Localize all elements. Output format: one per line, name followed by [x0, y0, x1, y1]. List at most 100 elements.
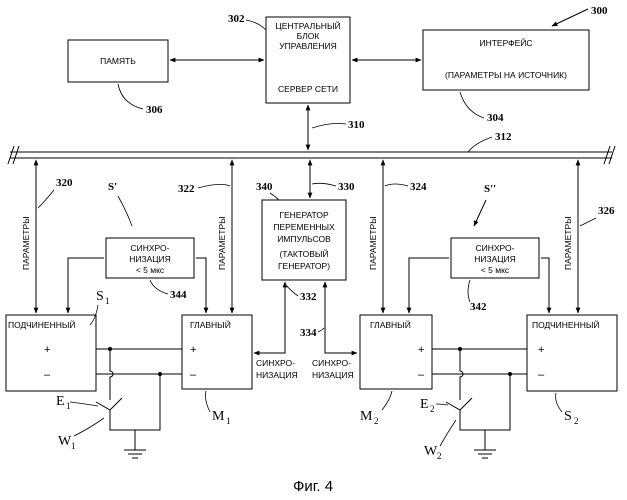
- gen-label-line3: ИМПУЛЬСОВ: [277, 234, 331, 244]
- bus-break-right-b: [609, 146, 615, 164]
- master-m1-plus: +: [190, 344, 196, 356]
- gen-label-line1: ГЕНЕРАТОР: [279, 210, 329, 220]
- electrode-e2-designator: E: [420, 397, 429, 412]
- sync-left-to-slave1: [68, 258, 104, 313]
- leader-324: [385, 184, 408, 186]
- figure-caption: Фиг. 4: [293, 478, 333, 495]
- bus-break-right-a: [604, 146, 610, 164]
- ref-304: 304: [487, 112, 504, 124]
- leader-302: [246, 20, 266, 30]
- sync-box-right-line2: НИЗАЦИЯ: [474, 254, 516, 264]
- sync-box-left-line1: СИНХРО-: [131, 243, 170, 253]
- electrode-e1: [96, 398, 122, 410]
- leader-342: [468, 280, 470, 302]
- workpiece-w1-subscript: 1: [71, 441, 76, 451]
- leader-306: [118, 84, 143, 109]
- memory-label: ПАМЯТЬ: [100, 56, 136, 66]
- ref-302: 302: [228, 13, 245, 25]
- ref-322: 322: [178, 183, 195, 195]
- sync-left-to-master1: [196, 258, 206, 313]
- sync-label-left-line1: СИНХРО-: [256, 358, 295, 368]
- slave-s2-plus: +: [538, 344, 544, 356]
- params-label-1: ПАРАМЕТРЫ: [21, 216, 31, 270]
- electrode-e2: [446, 398, 472, 410]
- ref-342: 342: [470, 301, 487, 313]
- ref-340: 340: [256, 181, 273, 193]
- ref-300: 300: [591, 5, 608, 17]
- leader-326: [580, 218, 596, 226]
- ref-320: 320: [56, 177, 73, 189]
- sync-label-left-line2: НИЗАЦИЯ: [256, 370, 298, 380]
- leader-w2: [440, 420, 456, 446]
- sync-right-to-slave2: [541, 258, 549, 313]
- sync-box-right-line1: СИНХРО-: [476, 243, 515, 253]
- cpu-label-line3: УПРАВЛЕНИЯ: [279, 41, 337, 51]
- ref-326: 326: [598, 205, 615, 217]
- slave-s2-designator: S: [564, 409, 572, 424]
- workpiece-w2-designator: W: [424, 444, 438, 459]
- ref-344: 344: [170, 289, 187, 301]
- master-m1-subscript: 1: [226, 416, 231, 426]
- ref-332: 332: [300, 291, 317, 303]
- arrow-s-dprime: [474, 200, 486, 226]
- ref-330: 330: [338, 181, 355, 193]
- master-m2-minus: –: [418, 369, 425, 381]
- gen-label-line5: ГЕНЕРАТОР): [278, 261, 330, 271]
- interface-label-line1: ИНТЕРФЕЙС: [479, 37, 532, 48]
- leader-312: [468, 137, 492, 152]
- sync-box-left-line3: < 5 мкс: [136, 265, 165, 275]
- master-m2-label: ГЛАВНЫЙ: [370, 319, 411, 330]
- leader-344: [150, 280, 168, 294]
- master-m1-designator: M: [212, 409, 225, 424]
- ref-334: 334: [300, 327, 317, 339]
- workpiece-w1-designator: W: [58, 434, 72, 449]
- params-label-3: ПАРАМЕТРЫ: [368, 216, 378, 270]
- leader-m1: [206, 391, 211, 412]
- leader-s2: [556, 393, 562, 412]
- arrow-300: [552, 9, 588, 26]
- ref-310: 310: [348, 119, 365, 131]
- cpu-label-line1: ЦЕНТРАЛЬНЫЙ: [275, 20, 340, 31]
- slave-s2-subscript: 2: [574, 416, 579, 426]
- leader-332: [287, 286, 298, 296]
- params-label-2: ПАРАМЕТРЫ: [217, 216, 227, 270]
- gen-label-line4: (ТАКТОВЫЙ: [279, 248, 328, 259]
- slave-s1-minus: –: [44, 369, 51, 381]
- slave-s1-label: ПОДЧИНЕННЫЙ: [8, 319, 76, 330]
- slave-s1-subscript: 1: [105, 296, 110, 306]
- sync-box-right-line3: < 5 мкс: [481, 265, 510, 275]
- leader-330: [312, 183, 336, 186]
- master-m2-plus: +: [418, 344, 424, 356]
- leader-304: [460, 92, 484, 118]
- ref-324: 324: [410, 181, 427, 193]
- leader-310: [312, 124, 346, 129]
- electrode-e2-subscript: 2: [430, 404, 435, 414]
- bus-break-left-a: [8, 146, 14, 164]
- sync-box-left-line2: НИЗАЦИЯ: [129, 254, 171, 264]
- sync-label-right-line1: СИНХРО-: [312, 358, 351, 368]
- leader-334: [318, 328, 324, 332]
- leader-e2: [436, 404, 448, 405]
- sync-right-to-master2: [409, 258, 449, 313]
- workpiece-w2-subscript: 2: [437, 451, 442, 461]
- ref-312: 312: [495, 131, 512, 143]
- sync-label-right-line2: НИЗАЦИЯ: [312, 370, 354, 380]
- slave-s2-label: ПОДЧИНЕННЫЙ: [532, 319, 600, 330]
- leader-m2: [382, 391, 392, 410]
- master-m1-minus: –: [190, 369, 197, 381]
- generator-master1-sync: [254, 282, 285, 353]
- slave-s1-designator: S: [96, 289, 104, 304]
- cpu-label-line4: СЕРВЕР СЕТИ: [278, 84, 338, 94]
- gen-label-line2: ПЕРЕМЕННЫХ: [273, 222, 335, 232]
- label-s-prime: S': [108, 181, 117, 193]
- interface-label-line2: (ПАРАМЕТРЫ НА ИСТОЧНИК): [445, 70, 567, 80]
- leader-e1: [70, 402, 98, 406]
- bus-break-left-b: [13, 146, 19, 164]
- generator-master2-sync: [325, 282, 357, 353]
- label-s-dprime: S'': [484, 183, 496, 195]
- params-label-4: ПАРАМЕТРЫ: [563, 216, 573, 270]
- slave-s2-minus: –: [538, 369, 545, 381]
- leader-322: [198, 184, 230, 188]
- master-m1-label: ГЛАВНЫЙ: [190, 319, 231, 330]
